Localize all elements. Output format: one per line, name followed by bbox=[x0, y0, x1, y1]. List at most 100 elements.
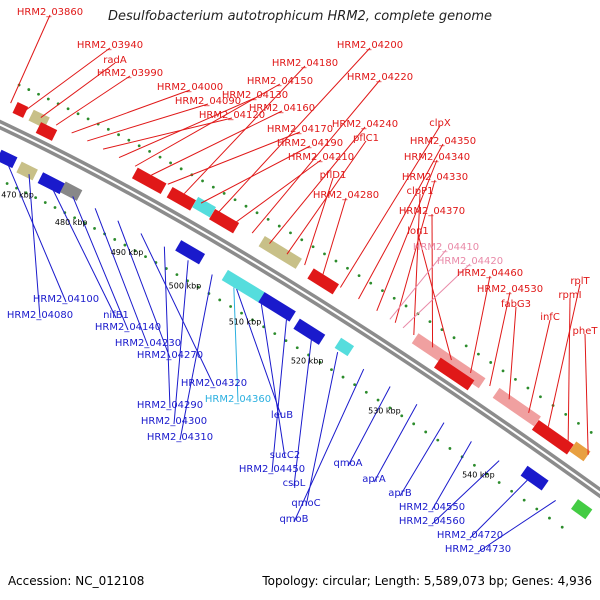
forward-gene-label: HRM2_04330 bbox=[402, 172, 468, 183]
forward-gene-12 bbox=[531, 419, 574, 455]
track-dot bbox=[341, 375, 345, 379]
reverse-gene-label-leader bbox=[305, 352, 339, 507]
forward-gene-label: pflC1 bbox=[353, 133, 379, 144]
forward-gene-7 bbox=[258, 236, 302, 269]
track-dot bbox=[392, 296, 396, 300]
track-dot bbox=[179, 167, 183, 171]
forward-gene-1 bbox=[28, 109, 50, 129]
feature-track bbox=[0, 102, 593, 520]
position-tick-label: 520 kbp bbox=[291, 356, 324, 365]
reverse-gene-label: HRM2_04730 bbox=[445, 544, 511, 555]
forward-gene-label-leader bbox=[528, 319, 551, 413]
forward-gene-label: HRM2_04120 bbox=[199, 110, 265, 121]
track-dot bbox=[73, 216, 77, 220]
reverse-gene-label: HRM2_04300 bbox=[141, 416, 207, 427]
rna-gene-label: HRM2_04420 bbox=[437, 256, 503, 267]
forward-gene-label: HRM2_04000 bbox=[157, 82, 223, 93]
track-dot bbox=[175, 273, 179, 277]
track-dot bbox=[346, 266, 349, 270]
track-dot bbox=[514, 378, 517, 381]
track-dot bbox=[448, 447, 452, 450]
forward-gene-label: HRM2_04150 bbox=[247, 76, 313, 87]
track-dot bbox=[27, 88, 31, 91]
track-dot bbox=[196, 285, 200, 289]
forward-gene-label: clpP1 bbox=[406, 186, 433, 197]
position-tick-label: 530 kbp bbox=[368, 407, 401, 416]
reverse-gene-label: HRM2_04270 bbox=[137, 350, 203, 361]
track-dot bbox=[24, 191, 28, 195]
track-dot bbox=[539, 395, 542, 399]
forward-gene-label-leader bbox=[10, 14, 51, 104]
reverse-gene-6 bbox=[258, 292, 296, 322]
forward-gene-0 bbox=[12, 102, 29, 118]
track-dot bbox=[289, 231, 292, 235]
forward-gene-label: HRM2_03940 bbox=[77, 40, 143, 51]
reverse-gene-label-leader bbox=[431, 441, 472, 511]
forward-gene-label-leader bbox=[584, 333, 589, 455]
reverse-gene-label: leuB bbox=[271, 410, 293, 421]
reverse-gene-label-leader bbox=[431, 460, 500, 525]
reverse-gene-label: HRM2_04230 bbox=[115, 338, 181, 349]
forward-gene-label-leader bbox=[40, 62, 116, 118]
forward-gene-label: pheT bbox=[573, 326, 599, 337]
forward-gene-13 bbox=[569, 441, 591, 462]
forward-gene-label-leader bbox=[376, 159, 438, 311]
forward-gene-label: HRM2_04130 bbox=[222, 90, 288, 101]
reverse-gene-9 bbox=[520, 465, 549, 491]
forward-gene-label: clpX bbox=[429, 118, 451, 129]
track-dot bbox=[277, 224, 281, 228]
track-dot bbox=[295, 346, 299, 350]
forward-gene-label: HRM2_04460 bbox=[457, 268, 523, 279]
reverse-gene-label: HRM2_04720 bbox=[437, 530, 503, 541]
track-dot bbox=[284, 339, 288, 343]
forward-gene-label: HRM2_04240 bbox=[332, 119, 398, 130]
reverse-gene-label: cspL bbox=[283, 478, 306, 489]
forward-gene-label: HRM2_04220 bbox=[347, 72, 413, 83]
track-dot bbox=[464, 344, 468, 348]
forward-gene-label: HRM2_04280 bbox=[313, 190, 379, 201]
track-dot bbox=[5, 182, 9, 185]
reverse-gene-label-leader bbox=[50, 184, 117, 319]
track-dot bbox=[376, 398, 380, 402]
reverse-gene-label-leader bbox=[477, 499, 556, 553]
track-dot bbox=[489, 361, 493, 364]
forward-gene-label: HRM2_04160 bbox=[249, 103, 315, 114]
forward-gene-5 bbox=[192, 196, 216, 218]
reverse-gene-label-leader bbox=[236, 288, 283, 419]
forward-gene-4 bbox=[166, 186, 197, 211]
track-dot bbox=[548, 516, 551, 520]
position-tick-label: 540 kbp bbox=[462, 471, 495, 480]
forward-gene-label-leader bbox=[167, 131, 301, 185]
track-dot bbox=[43, 201, 47, 204]
track-dot bbox=[169, 161, 172, 165]
track-dot bbox=[564, 412, 568, 416]
reverse-gene-label-leader bbox=[469, 479, 528, 539]
forward-gene-label: HRM2_04200 bbox=[337, 40, 403, 51]
forward-gene-label-leader bbox=[431, 213, 434, 348]
track-dot bbox=[244, 204, 248, 208]
reverse-gene-label-leader bbox=[293, 335, 313, 487]
reverse-gene-10 bbox=[571, 499, 593, 520]
track-dot bbox=[440, 328, 444, 332]
track-dot bbox=[323, 252, 326, 256]
track-dot bbox=[428, 320, 432, 324]
reverse-gene-2 bbox=[37, 172, 66, 195]
reverse-gene-label-leader bbox=[173, 260, 189, 425]
forward-gene-label-leader bbox=[151, 110, 283, 176]
track-dot bbox=[501, 369, 505, 373]
position-tick-label: 480 kbp bbox=[55, 218, 88, 227]
reverse-gene-label: sucC2 bbox=[270, 450, 300, 461]
track-dot bbox=[158, 155, 162, 159]
forward-gene-label-leader bbox=[25, 47, 111, 111]
reverse-gene-5 bbox=[221, 269, 265, 303]
track-dot bbox=[46, 97, 50, 101]
track-dot bbox=[535, 507, 539, 511]
cyan-gene-label: HRM2_04360 bbox=[205, 394, 271, 405]
track-dot bbox=[388, 406, 392, 410]
forward-gene-10 bbox=[433, 357, 475, 391]
forward-gene-label-leader bbox=[200, 145, 311, 204]
reverse-gene-label: HRM2_04320 bbox=[181, 378, 247, 389]
reverse-gene-label-leader bbox=[140, 233, 215, 387]
reverse-gene-label: qmoC bbox=[291, 498, 320, 509]
genome-meta-text: Topology: circular; Length: 5,589,073 bp… bbox=[262, 574, 592, 588]
